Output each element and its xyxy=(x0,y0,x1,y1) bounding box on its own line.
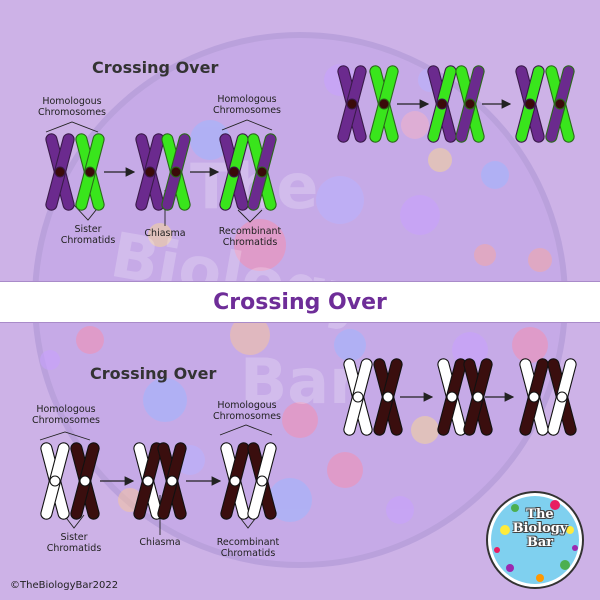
top-stage2-paternal-centromere xyxy=(170,166,182,178)
bottom-label-recombinant-chromatids: Recombinant Chromatids xyxy=(216,537,280,559)
bottom-label-sister-chromatids: Sister Chromatids xyxy=(46,532,102,554)
bottomright-stage3-filled-centromere xyxy=(556,391,568,403)
topright-stage3-paternal-centromere xyxy=(554,98,566,110)
bottomright-stage1-outline-centromere xyxy=(352,391,364,403)
bottomright-stage2-outline-centromere xyxy=(446,391,458,403)
top-label-chiasma: Chiasma xyxy=(144,228,186,239)
logo-text: The Biology Bar xyxy=(495,508,585,550)
bottom-label-homologous-1: Homologous Chromosomes xyxy=(31,404,101,426)
top-label-homologous-2: Homologous Chromosomes xyxy=(212,94,282,116)
top-stage3-paternal-centromere xyxy=(256,166,268,178)
top-label-recombinant-chromatids: Recombinant Chromatids xyxy=(218,226,282,248)
bottomright-stage2-filled-centromere xyxy=(472,391,484,403)
topright-stage1-maternal-centromere xyxy=(346,98,358,110)
logo-line-1: The xyxy=(526,507,554,522)
top-panel-title: Crossing Over xyxy=(92,58,219,77)
watermark-bar: Bar xyxy=(240,345,360,418)
banner-title: Crossing Over xyxy=(213,289,387,315)
top-stage1-maternal-centromere xyxy=(54,166,66,178)
bottom-stage3-filled-centromere xyxy=(256,475,268,487)
bottom-stage2-outline-centromere xyxy=(142,475,154,487)
copyright-text: ©TheBiologyBar2022 xyxy=(10,580,119,591)
top-label-sister-chromatids: Sister Chromatids xyxy=(60,224,116,246)
topright-stage2-paternal-centromere xyxy=(464,98,476,110)
topright-stage1-paternal-centromere xyxy=(378,98,390,110)
top-stage2-maternal-centromere xyxy=(144,166,156,178)
bottomright-stage3-outline-centromere xyxy=(528,391,540,403)
bottom-panel-title: Crossing Over xyxy=(90,364,217,383)
logo-line-2: Biology xyxy=(512,521,568,536)
bottom-stage1-outline-centromere xyxy=(49,475,61,487)
bottomright-stage1-filled-centromere xyxy=(382,391,394,403)
bottom-stage1-filled-centromere xyxy=(79,475,91,487)
bottom-label-homologous-2: Homologous Chromosomes xyxy=(212,400,282,422)
title-banner: Crossing Over xyxy=(0,281,600,323)
logo-line-3: Bar xyxy=(526,535,554,550)
top-label-homologous-1: Homologous Chromosomes xyxy=(37,96,107,118)
bottom-stage2-filled-centromere xyxy=(166,475,178,487)
logo-badge xyxy=(486,491,584,589)
topright-stage2-maternal-centromere xyxy=(436,98,448,110)
top-stage1-paternal-centromere xyxy=(84,166,96,178)
bottom-stage3-outline-centromere xyxy=(229,475,241,487)
bottom-label-chiasma: Chiasma xyxy=(139,537,181,548)
topright-stage3-maternal-centromere xyxy=(524,98,536,110)
top-stage3-maternal-centromere xyxy=(228,166,240,178)
progression-arrows xyxy=(100,99,515,486)
